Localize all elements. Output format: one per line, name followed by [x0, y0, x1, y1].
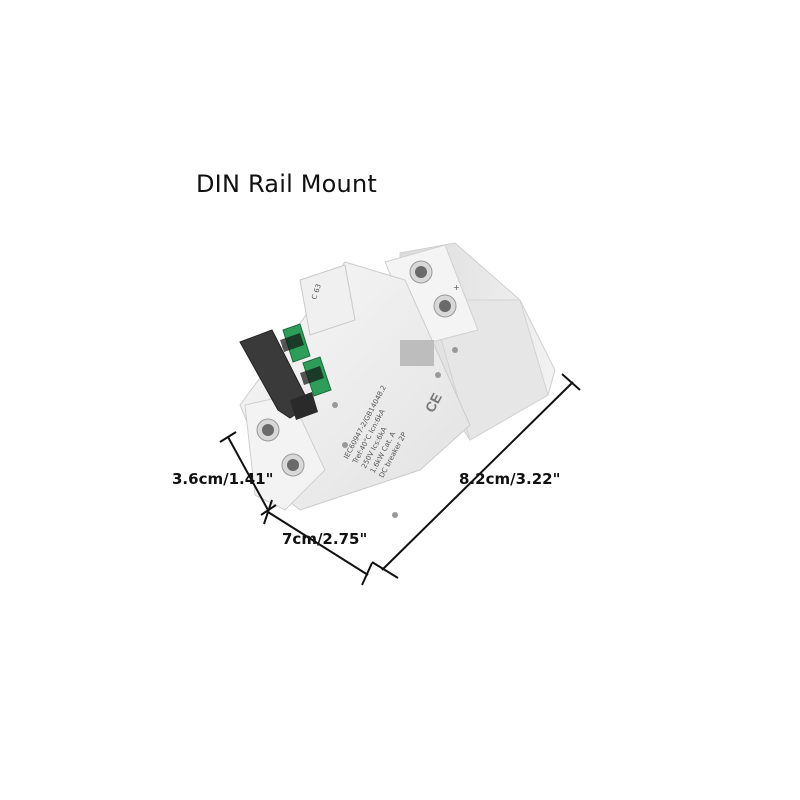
inspection-window [400, 340, 434, 366]
bottom-terminal-block [244, 394, 326, 511]
rating-label-strip: C 63 [299, 264, 356, 336]
dimension-lines [219, 373, 581, 586]
toggle-handle [239, 329, 318, 420]
depth-dimension-line [267, 511, 369, 576]
height-dimension-label: 3.6cm/1.41" [172, 470, 274, 488]
depth-dimension-label: 7cm/2.75" [282, 530, 368, 548]
status-indicators [280, 323, 332, 397]
svg-text:+: + [453, 283, 460, 292]
page-title: DIN Rail Mount [196, 170, 377, 198]
width-dimension-line [381, 381, 574, 571]
height-dimension-line [227, 436, 269, 511]
top-terminal-block: + [384, 244, 479, 346]
width-dimension-label: 8.2cm/3.22" [459, 470, 561, 488]
